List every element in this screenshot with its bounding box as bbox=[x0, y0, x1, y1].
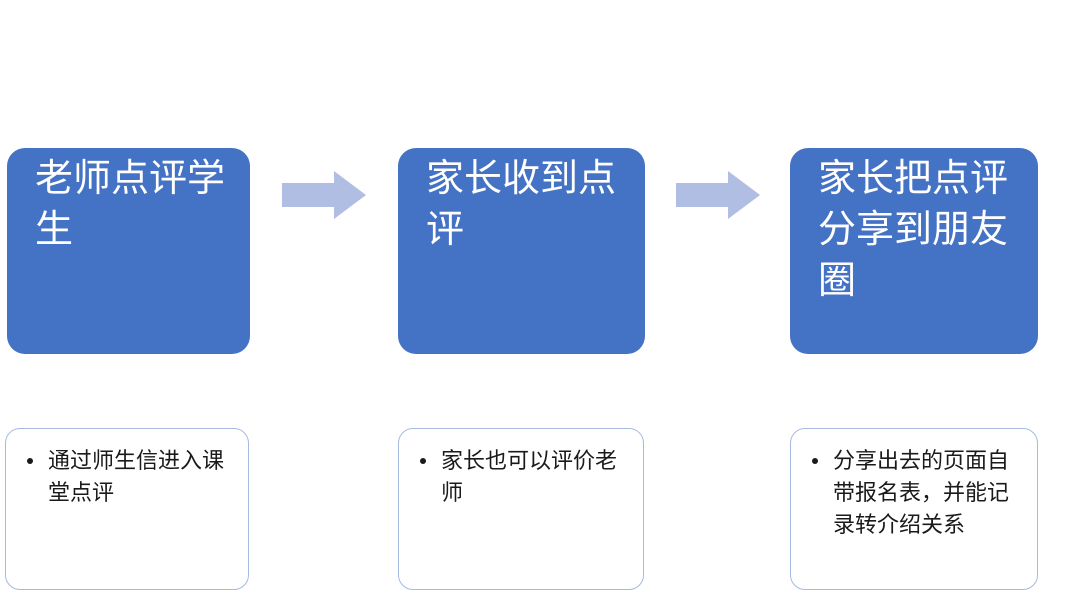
detail-list-3: 分享出去的页面自带报名表，并能记录转介绍关系 bbox=[805, 445, 1029, 541]
process-step-2[interactable]: 家长收到点评 bbox=[398, 148, 645, 354]
process-detail-2[interactable]: 家长也可以评价老师 bbox=[398, 428, 644, 590]
process-step-3-label: 家长把点评分享到朋友圈 bbox=[818, 158, 1009, 302]
detail-text-3: 分享出去的页面自带报名表，并能记录转介绍关系 bbox=[833, 448, 1010, 537]
list-item: 分享出去的页面自带报名表，并能记录转介绍关系 bbox=[805, 445, 1029, 541]
bullet-icon bbox=[27, 458, 33, 464]
process-detail-3[interactable]: 分享出去的页面自带报名表，并能记录转介绍关系 bbox=[790, 428, 1038, 590]
process-detail-1[interactable]: 通过师生信进入课堂点评 bbox=[5, 428, 249, 590]
detail-list-2: 家长也可以评价老师 bbox=[413, 445, 635, 509]
right-arrow-icon-2 bbox=[676, 171, 760, 219]
process-step-2-label: 家长收到点评 bbox=[426, 158, 617, 251]
process-step-1[interactable]: 老师点评学生 bbox=[7, 148, 250, 354]
detail-text-1: 通过师生信进入课堂点评 bbox=[48, 448, 225, 505]
process-step-3[interactable]: 家长把点评分享到朋友圈 bbox=[790, 148, 1038, 354]
bullet-icon bbox=[420, 458, 426, 464]
list-item: 家长也可以评价老师 bbox=[413, 445, 635, 509]
bullet-icon bbox=[812, 458, 818, 464]
detail-text-2: 家长也可以评价老师 bbox=[441, 448, 618, 505]
right-arrow-icon-1 bbox=[282, 171, 366, 219]
detail-list-1: 通过师生信进入课堂点评 bbox=[20, 445, 240, 509]
process-step-1-label: 老师点评学生 bbox=[35, 158, 226, 251]
list-item: 通过师生信进入课堂点评 bbox=[20, 445, 240, 509]
